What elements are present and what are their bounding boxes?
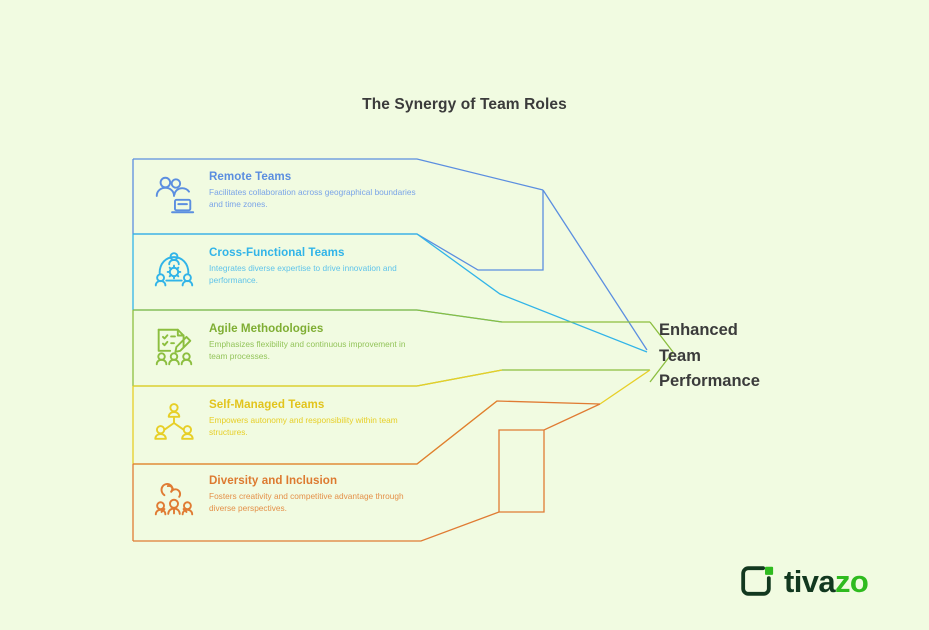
people-gear-icon xyxy=(151,248,197,294)
row-text-agile-methodologies: Agile Methodologies Emphasizes flexibili… xyxy=(209,322,423,363)
people-laptop-icon xyxy=(151,172,197,218)
row-title: Remote Teams xyxy=(209,170,292,183)
row-diversity-and-inclusion[interactable]: Diversity and Inclusion Fosters creativi… xyxy=(133,468,423,538)
tivazo-logo[interactable]: tivazo xyxy=(737,562,869,600)
org-chart-people-icon xyxy=(151,400,197,446)
row-description: Integrates diverse expertise to drive in… xyxy=(209,263,397,285)
page-title: The Synergy of Team Roles xyxy=(362,96,567,113)
logo-text-accent: zo xyxy=(835,563,869,599)
row-description: Fosters creativity and competitive advan… xyxy=(209,491,404,513)
row-description: Emphasizes flexibility and continuous im… xyxy=(209,339,406,361)
outcome-label: Enhanced Team Performance xyxy=(659,318,849,395)
row-text-self-managed-teams: Self-Managed Teams Empowers autonomy and… xyxy=(209,398,423,439)
row-description: Empowers autonomy and responsibility wit… xyxy=(209,415,398,437)
row-text-remote-teams: Remote Teams Facilitates collaboration a… xyxy=(209,170,423,211)
row-title: Agile Methodologies xyxy=(209,322,324,335)
row-title: Self-Managed Teams xyxy=(209,398,325,411)
row-cross-functional-teams[interactable]: Cross-Functional Teams Integrates divers… xyxy=(133,240,423,306)
diverse-people-icon xyxy=(151,476,197,522)
checklist-pencil-people-icon xyxy=(151,324,197,370)
outcome-line-3: Performance xyxy=(659,372,760,391)
outcome-line-2: Team xyxy=(659,346,701,365)
outcome-line-1: Enhanced xyxy=(659,321,738,339)
bracket-square-icon xyxy=(737,562,775,600)
row-title: Diversity and Inclusion xyxy=(209,474,338,487)
row-text-diversity-and-inclusion: Diversity and Inclusion Fosters creativi… xyxy=(209,474,423,515)
row-remote-teams[interactable]: Remote Teams Facilitates collaboration a… xyxy=(133,164,423,230)
row-self-managed-teams[interactable]: Self-Managed Teams Empowers autonomy and… xyxy=(133,392,423,460)
row-description: Facilitates collaboration across geograp… xyxy=(209,187,416,209)
row-title: Cross-Functional Teams xyxy=(209,246,345,259)
row-text-cross-functional-teams: Cross-Functional Teams Integrates divers… xyxy=(209,246,423,287)
logo-wordmark: tivazo xyxy=(784,563,869,599)
row-agile-methodologies[interactable]: Agile Methodologies Emphasizes flexibili… xyxy=(133,316,423,382)
logo-text-dark: tiva xyxy=(784,563,836,599)
